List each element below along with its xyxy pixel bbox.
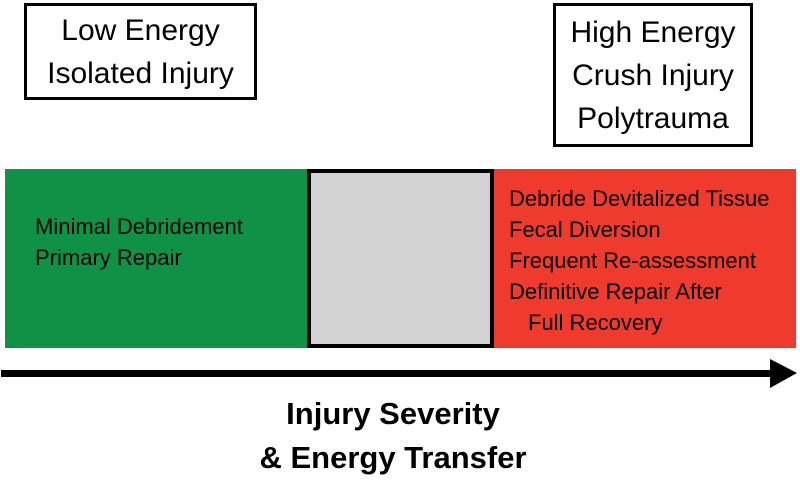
- red-segment-line-4: Definitive Repair After: [509, 279, 722, 304]
- severity-arrow-head-icon: [770, 359, 797, 388]
- severity-spectrum-bar: Minimal Debridement Primary Repair Debri…: [5, 169, 796, 348]
- high-energy-line-1: High Energy: [570, 15, 736, 49]
- red-segment-line-1: Debride Devitalized Tissue: [509, 186, 770, 211]
- red-segment-line-5: Full Recovery: [528, 310, 663, 335]
- green-segment: Minimal Debridement Primary Repair: [5, 169, 307, 348]
- high-energy-label-box: High Energy Crush Injury Polytrauma: [553, 3, 753, 147]
- red-segment-line-2: Fecal Diversion: [509, 217, 661, 242]
- high-energy-line-3: Polytrauma: [577, 101, 729, 135]
- green-segment-line-1: Minimal Debridement: [35, 214, 243, 239]
- axis-label-line-2: & Energy Transfer: [259, 440, 527, 475]
- low-energy-line-2: Isolated Injury: [47, 56, 234, 90]
- red-segment: Debride Devitalized Tissue Fecal Diversi…: [494, 169, 796, 348]
- green-segment-line-2: Primary Repair: [35, 245, 182, 270]
- red-segment-line-3: Frequent Re-assessment: [509, 248, 756, 273]
- low-energy-label-box: Low Energy Isolated Injury: [24, 3, 257, 100]
- low-energy-line-1: Low Energy: [61, 13, 220, 47]
- gray-transition-segment: [307, 169, 494, 348]
- severity-arrow-shaft: [1, 370, 771, 377]
- axis-label: Injury Severity & Energy Transfer: [0, 392, 786, 480]
- high-energy-line-2: Crush Injury: [572, 58, 734, 92]
- axis-label-line-1: Injury Severity: [286, 396, 500, 431]
